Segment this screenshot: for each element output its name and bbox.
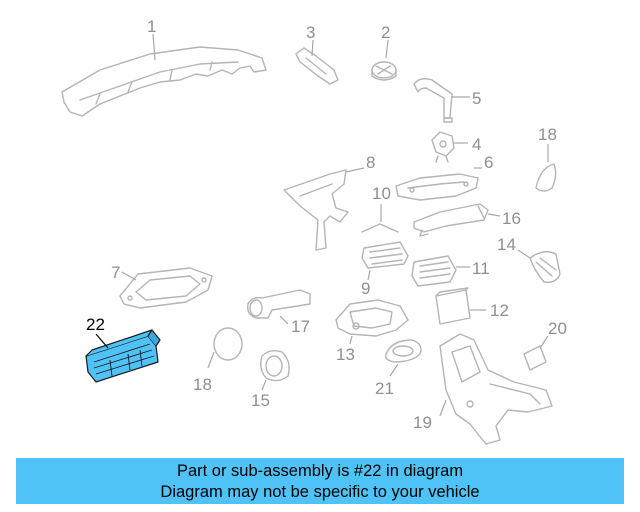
info-banner: Part or sub-assembly is #22 in diagram D… — [16, 458, 624, 504]
callout-14: 14 — [497, 235, 516, 254]
leader-19 — [439, 399, 447, 417]
leader-1 — [152, 33, 156, 61]
part-5-hose — [413, 77, 453, 123]
leader-15 — [261, 379, 267, 391]
part-3-bracket — [295, 47, 339, 85]
callout-16: 16 — [502, 209, 521, 228]
callout-21: 21 — [375, 379, 394, 398]
banner-line-2: Diagram may not be specific to your vehi… — [160, 483, 480, 501]
part-17-duct — [246, 289, 311, 319]
callout-15: 15 — [251, 391, 270, 410]
leader-17 — [279, 315, 289, 325]
leader-22 — [95, 333, 109, 349]
part-22-vent-highlighted — [85, 329, 161, 383]
leader-18b — [207, 351, 215, 369]
callout-11: 11 — [472, 259, 490, 278]
leader-7 — [121, 271, 137, 281]
callout-13: 13 — [336, 345, 355, 364]
callout-9: 9 — [361, 279, 370, 298]
part-9-louver-vent — [361, 241, 409, 269]
callout-8: 8 — [366, 153, 375, 172]
part-19-duct-assembly — [439, 333, 553, 445]
callout-22: 22 — [86, 315, 105, 334]
parts-diagram: 1 2 3 5 4 18 6 — [61, 17, 567, 445]
part-12-box-vent — [435, 287, 471, 325]
callout-6: 6 — [484, 153, 493, 172]
callout-18-upper: 18 — [538, 125, 557, 144]
callout-17: 17 — [291, 317, 310, 336]
leader-13 — [349, 335, 353, 345]
callout-20: 20 — [548, 319, 567, 338]
leader-9 — [367, 269, 371, 281]
part-16-duct — [413, 203, 489, 237]
leader-20 — [539, 335, 549, 349]
part-10-clip — [361, 223, 399, 233]
part-18-cap-lower — [213, 327, 243, 361]
part-6-vent-housing — [395, 173, 479, 201]
leader-2 — [385, 39, 389, 59]
part-18-cap-upper — [535, 163, 557, 192]
callout-1: 1 — [147, 17, 156, 36]
leader-3 — [311, 39, 314, 57]
callout-4: 4 — [472, 135, 481, 154]
leader-14 — [517, 249, 531, 259]
part-4-clip — [431, 131, 455, 163]
part-1-dash-panel — [61, 46, 267, 117]
callout-10: 10 — [372, 184, 391, 203]
callout-7: 7 — [111, 263, 120, 282]
leader-8 — [345, 167, 365, 173]
part-2-knob — [371, 61, 397, 81]
leader-16 — [487, 213, 501, 217]
callout-5: 5 — [472, 89, 481, 108]
part-20-bracket — [523, 345, 547, 371]
part-14-vent-bezel — [529, 251, 561, 284]
callout-3: 3 — [306, 23, 315, 42]
callout-19: 19 — [413, 413, 432, 432]
part-15-round-vent — [259, 349, 290, 382]
part-11-grille — [411, 255, 457, 287]
callout-12: 12 — [490, 301, 509, 320]
callout-18-lower: 18 — [193, 375, 212, 394]
part-13-blower — [335, 299, 409, 337]
part-21-bezel — [384, 339, 422, 363]
part-7-tray — [119, 267, 213, 309]
leader-21 — [389, 363, 399, 377]
callout-2: 2 — [381, 23, 390, 42]
banner-line-1: Part or sub-assembly is #22 in diagram — [176, 462, 464, 480]
part-8-duct — [283, 169, 349, 251]
